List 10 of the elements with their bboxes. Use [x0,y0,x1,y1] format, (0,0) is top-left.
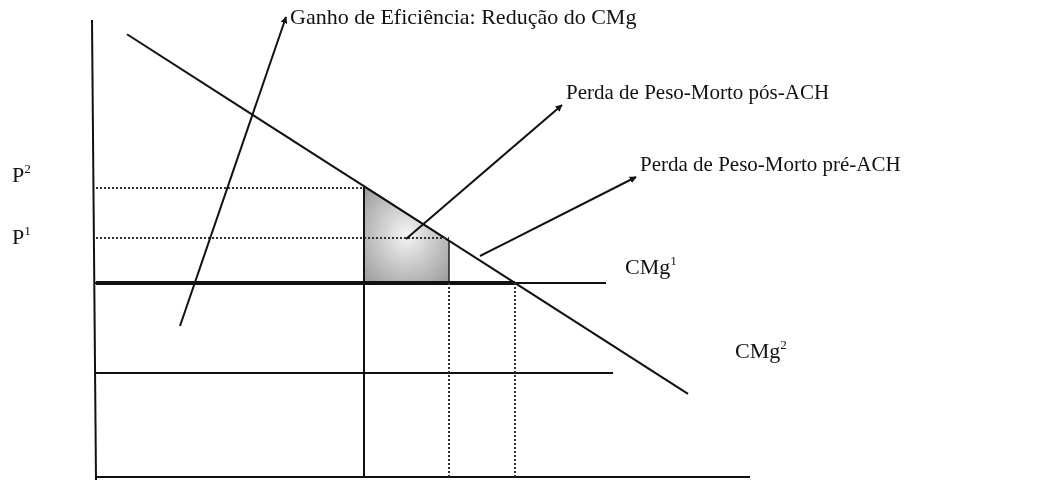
axis-label: CMg$^{2}$ [735,338,787,365]
arrow [479,176,637,257]
axis-label: P$^{1}$ [12,224,31,251]
annotation-text: Perda de Peso-Morto pré-ACH [640,152,901,178]
arrow [179,16,288,327]
axis-label: CMg$^{1}$ [625,254,677,281]
annotation-text: Ganho de Eficiência: Redução do CMg [290,4,637,31]
axis-label: P$^{2}$ [12,162,31,189]
arrow [405,104,563,240]
annotation-text: Perda de Peso-Morto pós-ACH [566,80,830,106]
